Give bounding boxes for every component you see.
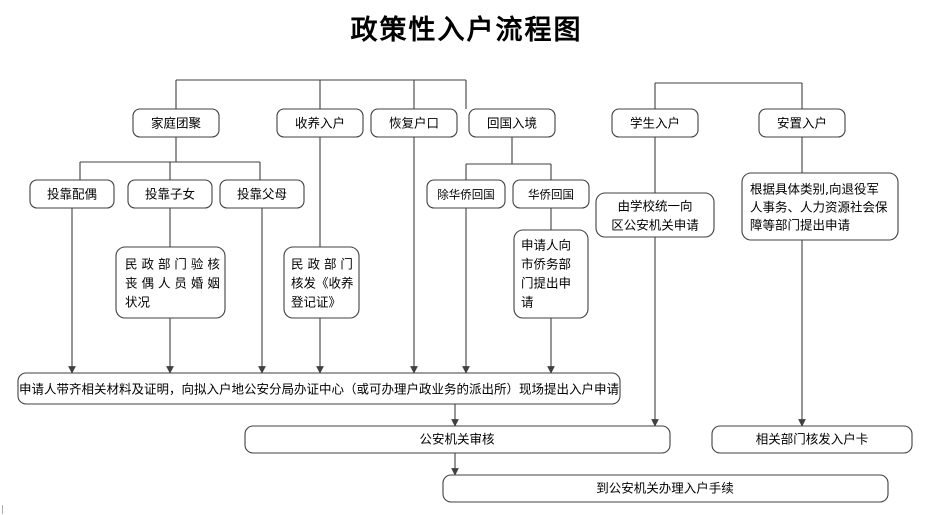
node-label: 恢复户口: [389, 116, 439, 131]
node-label: 家庭团聚: [151, 116, 202, 131]
node-adoption[interactable]: 收养入户: [276, 108, 364, 138]
node-spouse[interactable]: 投靠配偶: [29, 179, 115, 209]
connectors-top-group-left: [175, 79, 467, 109]
node-civil-affairs-verify[interactable]: 民 政 部 门 验 核 丧 偶 人 员 婚 姻 状况: [115, 246, 226, 319]
node-label: 回国入境: [487, 116, 537, 131]
page-title: 政策性入户流程图: [350, 15, 583, 46]
node-label-line-3: 登记证》: [291, 295, 341, 310]
node-label: 安置入户: [777, 116, 827, 131]
node-issue-card[interactable]: 相关部门核发入户卡: [711, 425, 913, 454]
node-label-line-1: 根据具体类别,向退役军: [750, 182, 879, 197]
node-label-line-2: 人事务、人力资源社会保: [750, 200, 888, 215]
node-parents[interactable]: 投靠父母: [219, 179, 305, 209]
node-veteran-apply[interactable]: 根据具体类别,向退役军 人事务、人力资源社会保 障等部门提出申请: [741, 172, 899, 241]
node-restore-hukou[interactable]: 恢复户口: [370, 108, 458, 138]
node-label: 公安机关审核: [419, 432, 495, 447]
node-student[interactable]: 学生入户: [611, 108, 699, 138]
node-label-line-4: 请: [521, 295, 534, 310]
node-label: 相关部门核发入户卡: [756, 432, 869, 447]
page-edge-mark: [2, 505, 3, 514]
node-label: 收养入户: [295, 116, 345, 131]
node-label-line-1: 民 政 部 门: [291, 257, 353, 272]
node-label-line-2: 市侨务部: [521, 257, 571, 272]
connectors-top-group-right: [654, 82, 803, 109]
node-final-step[interactable]: 到公安机关办理入户手续: [442, 474, 889, 503]
node-return-entry[interactable]: 回国入境: [468, 108, 556, 138]
node-label: 除华侨回国: [437, 188, 495, 202]
node-label-line-3: 障等部门提出申请: [750, 218, 850, 233]
node-police-review[interactable]: 公安机关审核: [244, 425, 671, 454]
node-label-line-2: 核发《收养: [291, 276, 354, 291]
node-label: 投靠配偶: [47, 187, 97, 202]
node-overseas-return[interactable]: 华侨回国: [512, 179, 590, 209]
node-label-line-2: 丧 偶 人 员 婚 姻: [125, 276, 220, 291]
node-children[interactable]: 投靠子女: [127, 179, 213, 209]
node-civil-affairs-issue[interactable]: 民 政 部 门 核发《收养 登记证》: [283, 246, 360, 319]
node-family-reunion[interactable]: 家庭团聚: [132, 108, 220, 138]
node-label-line-2: 区公安机关申请: [611, 218, 699, 233]
node-label: 申请人带齐相关材料及证明，向拟入户地公安分局办证中心（或可办理户政业务的派出所）…: [19, 382, 619, 397]
node-label-line-1: 申请人向: [521, 238, 571, 253]
node-label-line-1: 由学校统一向: [617, 199, 692, 214]
node-resettlement[interactable]: 安置入户: [758, 108, 846, 138]
connectors-right-column: [651, 137, 806, 427]
node-label: 学生入户: [630, 116, 680, 131]
connectors-to-onsite-apply: [68, 137, 555, 374]
connectors-return-branch: [465, 137, 552, 180]
node-label-line-1: 民 政 部 门 验 核: [125, 257, 220, 272]
node-overseas-apply[interactable]: 申请人向 市侨务部 门提出申 请: [513, 229, 589, 319]
node-label: 投靠父母: [237, 187, 287, 202]
node-non-overseas-return[interactable]: 除华侨回国: [426, 179, 506, 209]
connectors-family-branch: [79, 137, 261, 180]
node-school-apply[interactable]: 由学校统一向 区公安机关申请: [595, 192, 715, 238]
node-label-line-3: 门提出申: [521, 276, 571, 291]
node-label-line-3: 状况: [125, 295, 151, 310]
node-label: 投靠子女: [145, 187, 195, 202]
node-label: 到公安机关办理入户手续: [596, 481, 734, 496]
node-label: 华侨回国: [528, 188, 574, 202]
node-onsite-apply[interactable]: 申请人带齐相关材料及证明，向拟入户地公安分局办证中心（或可办理户政业务的派出所）…: [17, 372, 621, 405]
